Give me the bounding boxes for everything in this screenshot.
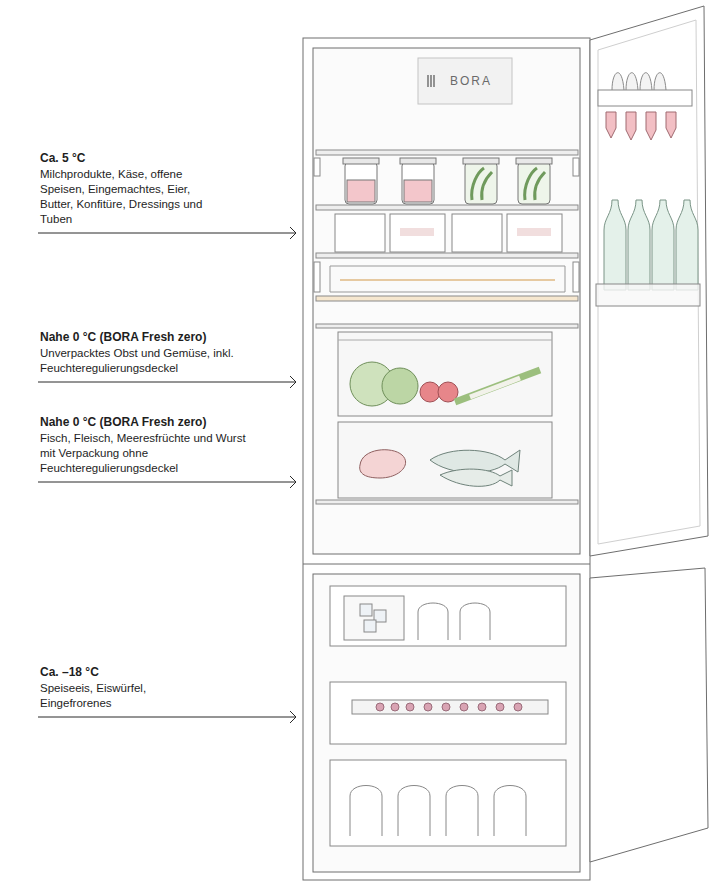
zone-temperature: Ca. 5 °C (40, 151, 85, 166)
zone-contents: Milchprodukte, Käse, offene Speisen, Ein… (40, 167, 212, 227)
jars (343, 158, 552, 204)
zone-contents: Unverpacktes Obst und Gemüse, inkl. Feuc… (40, 346, 236, 376)
leader-lines (38, 227, 296, 723)
upper-door (590, 6, 708, 556)
zone-contents: Speiseeis, Eiswürfel, Eingefrorenes (40, 681, 212, 711)
zone-contents: Fisch, Fleisch, Meeresfrüchte und Wurst … (40, 431, 246, 476)
logo-panel (418, 58, 512, 104)
storage-boxes (335, 214, 562, 252)
fridge-body (303, 38, 590, 880)
zone-temperature: Ca. –18 °C (40, 665, 99, 680)
freezer-drawers (330, 586, 566, 846)
lower-door (590, 568, 708, 862)
zone-temperature: Nahe 0 °C (BORA Fresh zero) (40, 415, 206, 430)
glass-tray (330, 266, 565, 292)
vegetable-drawer (338, 332, 552, 416)
shelves (314, 150, 579, 504)
brand-logo: BORA (450, 74, 492, 88)
zone-temperature: Nahe 0 °C (BORA Fresh zero) (40, 330, 206, 345)
meat-fish-drawer (338, 422, 552, 498)
